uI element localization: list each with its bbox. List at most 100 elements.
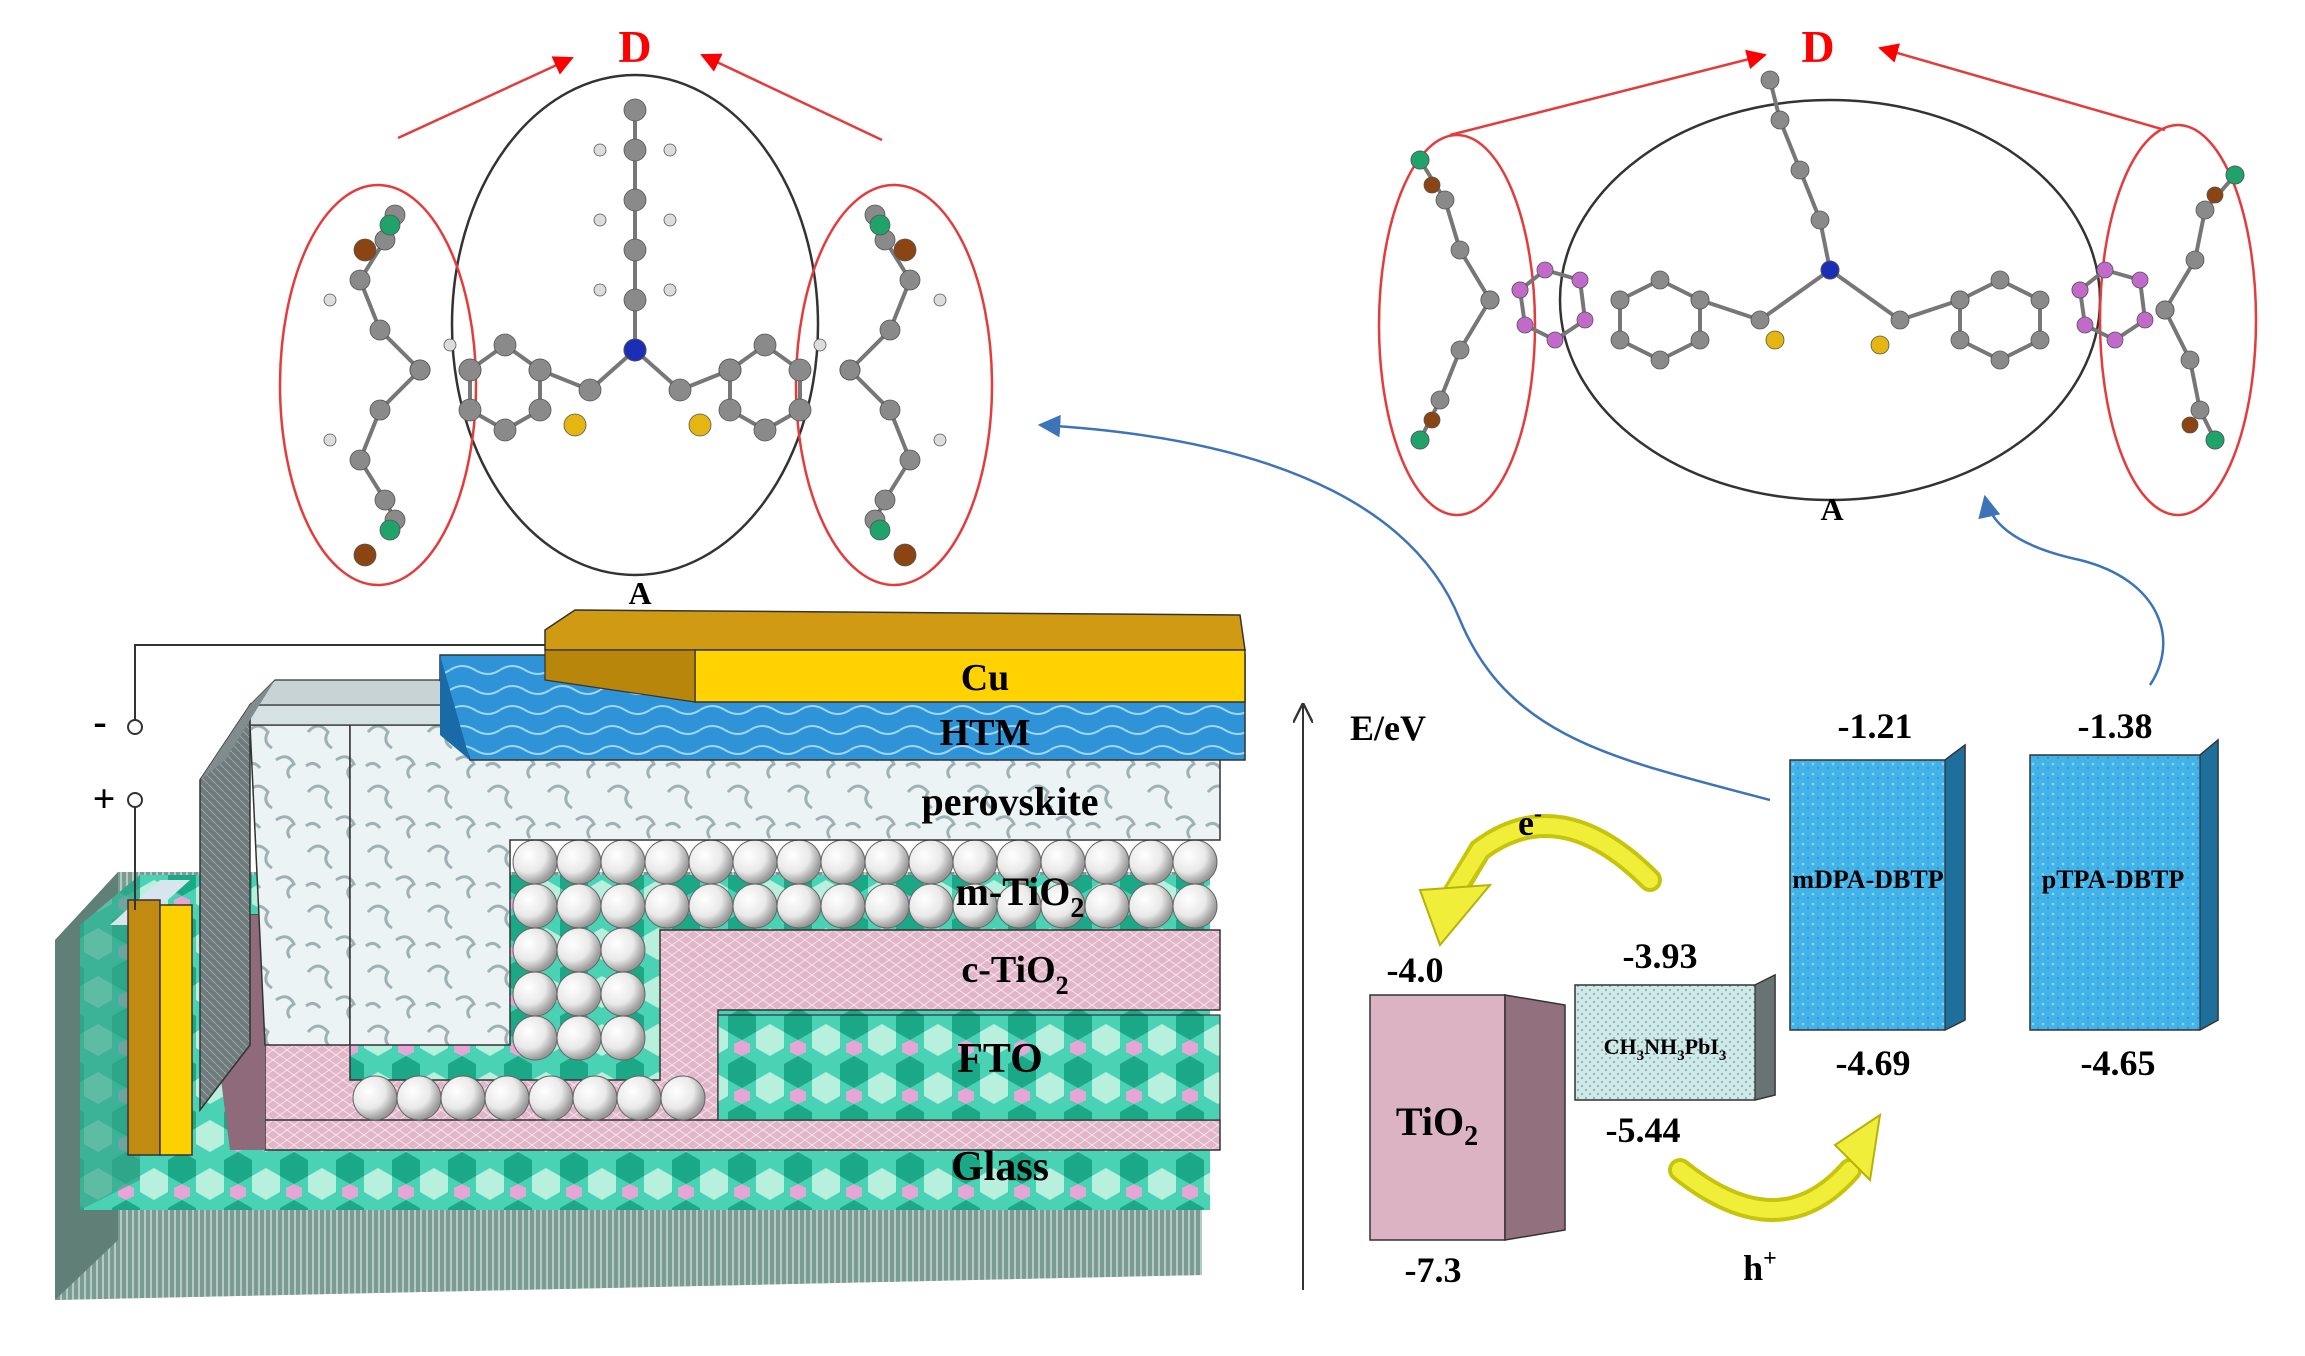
- tio2-nanoparticle: [616, 1075, 662, 1121]
- carbon-atom: [1610, 290, 1630, 310]
- carbon-atom: [2180, 350, 2200, 370]
- carbon-atom: [899, 269, 921, 291]
- carbon-atom: [1511, 281, 1529, 299]
- carbon-atom: [2155, 300, 2175, 320]
- tio2-nanoparticle: [512, 1015, 558, 1061]
- carbon-atom: [623, 238, 647, 262]
- carbon-atom: [718, 358, 742, 382]
- carbon-atom: [369, 399, 391, 421]
- tio2-lumo: -4.0: [1387, 950, 1444, 990]
- tio2-nanoparticle: [776, 883, 822, 929]
- carbon-atom: [668, 378, 692, 402]
- carbon-atom: [1750, 310, 1770, 330]
- perovskite-homo: -5.44: [1606, 1110, 1681, 1150]
- oxygen-atom: [1410, 150, 1430, 170]
- cu-top: [544, 609, 1246, 651]
- hydrogen-atom: [593, 283, 607, 297]
- bond: [1458, 298, 1492, 352]
- hydrogen-atom: [443, 338, 457, 352]
- molecule-right-atoms: [1410, 70, 2245, 450]
- terminal-minus-label: -: [93, 699, 106, 744]
- carbon-atom: [1650, 350, 1670, 370]
- carbon-atom: [1990, 270, 2010, 290]
- hydrogen-atom: [323, 433, 337, 447]
- layer-label-perovskite: perovskite: [921, 779, 1098, 824]
- carbon-atom: [1810, 210, 1830, 230]
- oxygen-atom: [2205, 430, 2225, 450]
- bromine-atom: [2181, 416, 2199, 434]
- carbon-atom: [1890, 310, 1910, 330]
- oxygen-atom: [379, 519, 401, 541]
- carbon-atom: [493, 333, 517, 357]
- molecule-right: D A: [1377, 21, 2258, 527]
- donor-arrow-left: [1449, 49, 1767, 137]
- terminal-minus: [127, 719, 143, 735]
- tio2-nanoparticle: [556, 839, 602, 885]
- tio2-nanoparticle: [1172, 839, 1218, 885]
- carbon-atom: [2106, 331, 2124, 349]
- carbon-atom: [458, 358, 482, 382]
- hydrogen-atom: [933, 433, 947, 447]
- donor-ellipse-right: [2098, 123, 2258, 517]
- tio2-nanoparticle: [512, 883, 558, 929]
- tio2-box: [1369, 994, 1506, 1241]
- tio2-nanoparticle: [512, 927, 558, 973]
- carbon-atom: [2190, 400, 2210, 420]
- carbon-atom: [623, 188, 647, 212]
- hydrogen-atom: [593, 143, 607, 157]
- carbon-atom: [1760, 70, 1780, 90]
- carbon-atom: [1950, 290, 1970, 310]
- hydrogen-atom: [933, 293, 947, 307]
- carbon-atom: [874, 489, 896, 511]
- carbon-atom: [879, 399, 901, 421]
- tio2-nanoparticle: [528, 1075, 574, 1121]
- tio2-nanoparticle: [600, 927, 646, 973]
- tio2-nanoparticle: [600, 839, 646, 885]
- carbon-atom: [1610, 330, 1630, 350]
- nitrogen-atom: [623, 338, 647, 362]
- bromine-atom: [1423, 411, 1441, 429]
- bromine-atom: [2206, 186, 2224, 204]
- terminal-plus-label: +: [93, 776, 116, 821]
- tio2-nanoparticle: [440, 1075, 486, 1121]
- carbon-atom: [493, 418, 517, 442]
- carbon-atom: [2030, 290, 2050, 310]
- oxygen-atom: [379, 214, 401, 236]
- carbon-atom: [528, 358, 552, 382]
- tio2-nanoparticle: [1084, 839, 1130, 885]
- layer-label-cu: Cu: [961, 657, 1010, 699]
- carbon-atom: [369, 319, 391, 341]
- tio2-nanoparticle: [908, 839, 954, 885]
- molecule-left: D A: [278, 21, 994, 611]
- tio2-nanoparticle: [396, 1075, 442, 1121]
- perovskite-side: [199, 702, 251, 1113]
- bond: [1699, 298, 1761, 322]
- tio2-nanoparticle: [864, 883, 910, 929]
- device-schematic: Cu HTM perovskite m-TiO2 c-TiO2 FTO Glas…: [55, 609, 1246, 1300]
- oxygen-atom: [1410, 430, 1430, 450]
- carbon-atom: [2030, 330, 2050, 350]
- sulfur-atom: [1765, 330, 1785, 350]
- carbon-atom: [2185, 250, 2205, 270]
- tio2-nanoparticle: [732, 883, 778, 929]
- carbon-atom: [1450, 340, 1470, 360]
- tio2-nanoparticle: [644, 839, 690, 885]
- carbon-atom: [1690, 290, 1710, 310]
- carbon-atom: [623, 98, 647, 122]
- carbon-atom: [1990, 350, 2010, 370]
- tio2-nanoparticle: [732, 839, 778, 885]
- acceptor-label: A: [1820, 491, 1843, 527]
- carbon-atom: [1770, 110, 1790, 130]
- hydrogen-atom: [663, 213, 677, 227]
- layer-label-glass: Glass: [951, 1144, 1049, 1190]
- tio2-nanoparticle: [600, 1015, 646, 1061]
- tio2-nanoparticle: [908, 883, 954, 929]
- bond: [1828, 268, 1902, 322]
- layer-label-m-tio2: m-TiO2: [956, 869, 1085, 924]
- perovskite-label: CH3NH3PbI3: [1604, 1034, 1727, 1064]
- acceptor-label: A: [628, 575, 651, 611]
- carbon-atom: [2131, 271, 2149, 289]
- bromine-atom: [353, 543, 377, 567]
- carbon-atom: [1450, 240, 1470, 260]
